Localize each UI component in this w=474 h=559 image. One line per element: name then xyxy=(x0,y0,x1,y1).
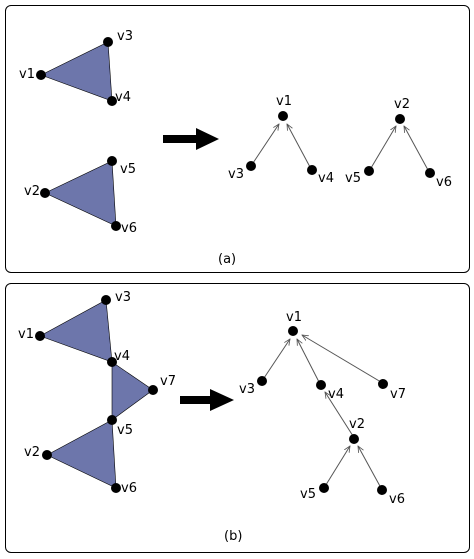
tree-label-v2: v2 xyxy=(349,417,365,432)
big-arrow-b xyxy=(180,389,234,411)
panel-a xyxy=(5,5,470,273)
tree-label-v3: v3 xyxy=(239,382,255,397)
node-v4 xyxy=(107,96,117,106)
caption-a: (a) xyxy=(218,252,236,267)
triangle-v4-v7-v5 xyxy=(111,361,154,421)
label-v4: v4 xyxy=(114,349,130,364)
tree-node-v6 xyxy=(425,168,435,178)
label-v4: v4 xyxy=(115,90,131,105)
edge-v7-v1 xyxy=(302,335,382,383)
node-v5 xyxy=(107,156,117,166)
edge-v4-v1 xyxy=(287,124,311,168)
panel-a-left-nodes: v1 v3 v4 v2 v5 v6 xyxy=(19,29,137,236)
panel-a-triangles xyxy=(40,41,117,227)
node-v7 xyxy=(148,385,158,395)
tree-label-v4: v4 xyxy=(328,387,344,402)
tree-node-v7 xyxy=(378,379,388,389)
tree-node-v6 xyxy=(377,485,387,495)
panel-b-tree: v1 v3 v4 v7 v2 v5 v6 xyxy=(239,310,406,507)
node-v4 xyxy=(107,357,117,367)
label-v5: v5 xyxy=(117,423,133,438)
label-v7: v7 xyxy=(160,374,176,389)
panel-a-tree: v1 v3 v4 v2 v5 v6 xyxy=(228,94,452,190)
tree-label-v5: v5 xyxy=(345,171,361,186)
edge-v5-v2 xyxy=(370,126,396,169)
tree-label-v1: v1 xyxy=(276,94,292,109)
triangle-v2-v5-v6 xyxy=(46,419,117,489)
node-v1 xyxy=(36,70,46,80)
edge-v6-v2 xyxy=(404,126,429,171)
tree-node-v3 xyxy=(246,161,256,171)
label-v1: v1 xyxy=(19,67,35,82)
big-arrow-a xyxy=(163,128,219,150)
tree-node-v1 xyxy=(288,326,298,336)
panel-b-left-nodes: v1 v3 v4 v7 v5 v2 v6 xyxy=(18,290,176,496)
label-v2: v2 xyxy=(24,184,40,199)
node-v6 xyxy=(111,483,121,493)
triangle-v1-v3-v4 xyxy=(39,299,113,363)
triangle-v2-v5-v6 xyxy=(44,160,117,227)
node-v5 xyxy=(107,415,117,425)
tree-label-v3: v3 xyxy=(228,167,244,182)
label-v5: v5 xyxy=(120,162,136,177)
label-v6: v6 xyxy=(121,481,137,496)
tree-node-v3 xyxy=(257,376,267,386)
edge-v3-v1 xyxy=(250,124,279,167)
tree-node-v5 xyxy=(364,166,374,176)
node-v6 xyxy=(111,221,121,231)
node-v2 xyxy=(42,450,52,460)
edge-v6-v2 xyxy=(358,446,382,489)
panel-b-triangles xyxy=(39,299,154,489)
node-v2 xyxy=(40,188,50,198)
tree-label-v4: v4 xyxy=(318,171,334,186)
triangle-v1-v3-v4 xyxy=(40,41,113,102)
node-v3 xyxy=(103,37,113,47)
node-v1 xyxy=(35,331,45,341)
caption-b: (b) xyxy=(224,529,242,544)
tree-node-v1 xyxy=(278,111,288,121)
edge-v2-v4 xyxy=(325,392,354,437)
tree-label-v7: v7 xyxy=(390,387,406,402)
tree-label-v5: v5 xyxy=(300,487,316,502)
tree-node-v2 xyxy=(395,114,405,124)
tree-label-v6: v6 xyxy=(389,492,405,507)
label-v2: v2 xyxy=(24,445,40,460)
label-v6: v6 xyxy=(121,221,137,236)
tree-label-v6: v6 xyxy=(436,175,452,190)
label-v3: v3 xyxy=(117,29,133,44)
tree-label-v1: v1 xyxy=(286,310,302,325)
edge-v5-v2 xyxy=(323,446,350,489)
edge-v3-v1 xyxy=(261,339,290,382)
tree-node-v4 xyxy=(307,165,317,175)
label-v3: v3 xyxy=(115,290,131,305)
node-v3 xyxy=(101,295,111,305)
tree-node-v4 xyxy=(316,380,326,390)
tree-label-v2: v2 xyxy=(394,97,410,112)
tree-node-v2 xyxy=(349,434,359,444)
label-v1: v1 xyxy=(18,327,34,342)
tree-node-v5 xyxy=(319,483,329,493)
edge-v4-v1 xyxy=(297,339,320,383)
